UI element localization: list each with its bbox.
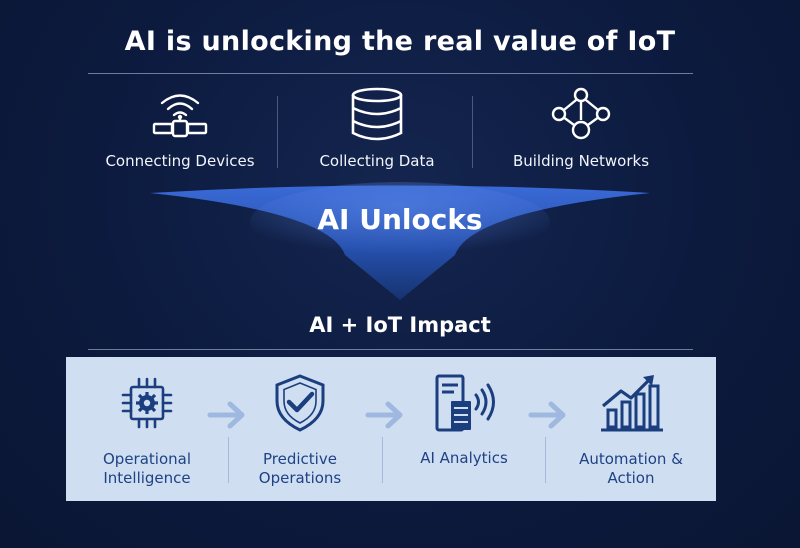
network-nodes-icon <box>551 87 611 140</box>
shield-check-icon <box>275 374 325 432</box>
satellite-wifi-icon <box>152 94 208 138</box>
predictive-operations-item: Predictive Operations <box>225 373 375 488</box>
impact-title: AI + IoT Impact <box>309 313 491 337</box>
server-signal-icon <box>435 374 495 432</box>
chevron-right-icon <box>365 401 403 429</box>
top-separator <box>277 96 278 168</box>
panel-separator <box>545 437 546 483</box>
automation-action-item: Automation & Action <box>556 373 706 488</box>
impact-item-label: Operations <box>258 469 342 487</box>
top-item-label: Building Networks <box>512 152 650 170</box>
impact-item-label: Action <box>607 469 655 487</box>
connecting-devices-item: Connecting Devices <box>80 86 280 170</box>
panel-separator <box>228 437 229 483</box>
collecting-data-item: Collecting Data <box>277 86 477 170</box>
top-item-label: Connecting Devices <box>105 152 255 170</box>
ai-unlocks-funnel <box>150 182 650 300</box>
impact-item-label: Automation & <box>579 450 683 468</box>
chip-gear-icon <box>121 377 173 429</box>
impact-item-label: Operational <box>102 450 191 468</box>
impact-item-label: AI Analytics <box>420 449 508 467</box>
ai-unlocks-label: AI Unlocks <box>317 203 483 236</box>
panel-separator <box>382 437 383 483</box>
building-networks-item: Building Networks <box>481 86 681 170</box>
top-item-label: Collecting Data <box>319 152 435 170</box>
ai-analytics-item: AI Analytics <box>389 373 539 468</box>
impact-divider <box>88 349 693 350</box>
chevron-right-icon <box>528 401 566 429</box>
page-title: AI is unlocking the real value of IoT <box>124 26 676 57</box>
chevron-right-icon <box>207 401 245 429</box>
top-separator <box>472 96 473 168</box>
impact-item-label: Intelligence <box>103 469 191 487</box>
impact-item-label: Predictive <box>263 450 337 468</box>
growth-chart-icon <box>601 375 663 432</box>
operational-intelligence-item: Operational Intelligence <box>72 373 222 488</box>
top-divider <box>88 73 693 74</box>
database-icon <box>351 87 403 141</box>
impact-panel: Operational Intelligence Predictive Oper… <box>66 357 716 501</box>
